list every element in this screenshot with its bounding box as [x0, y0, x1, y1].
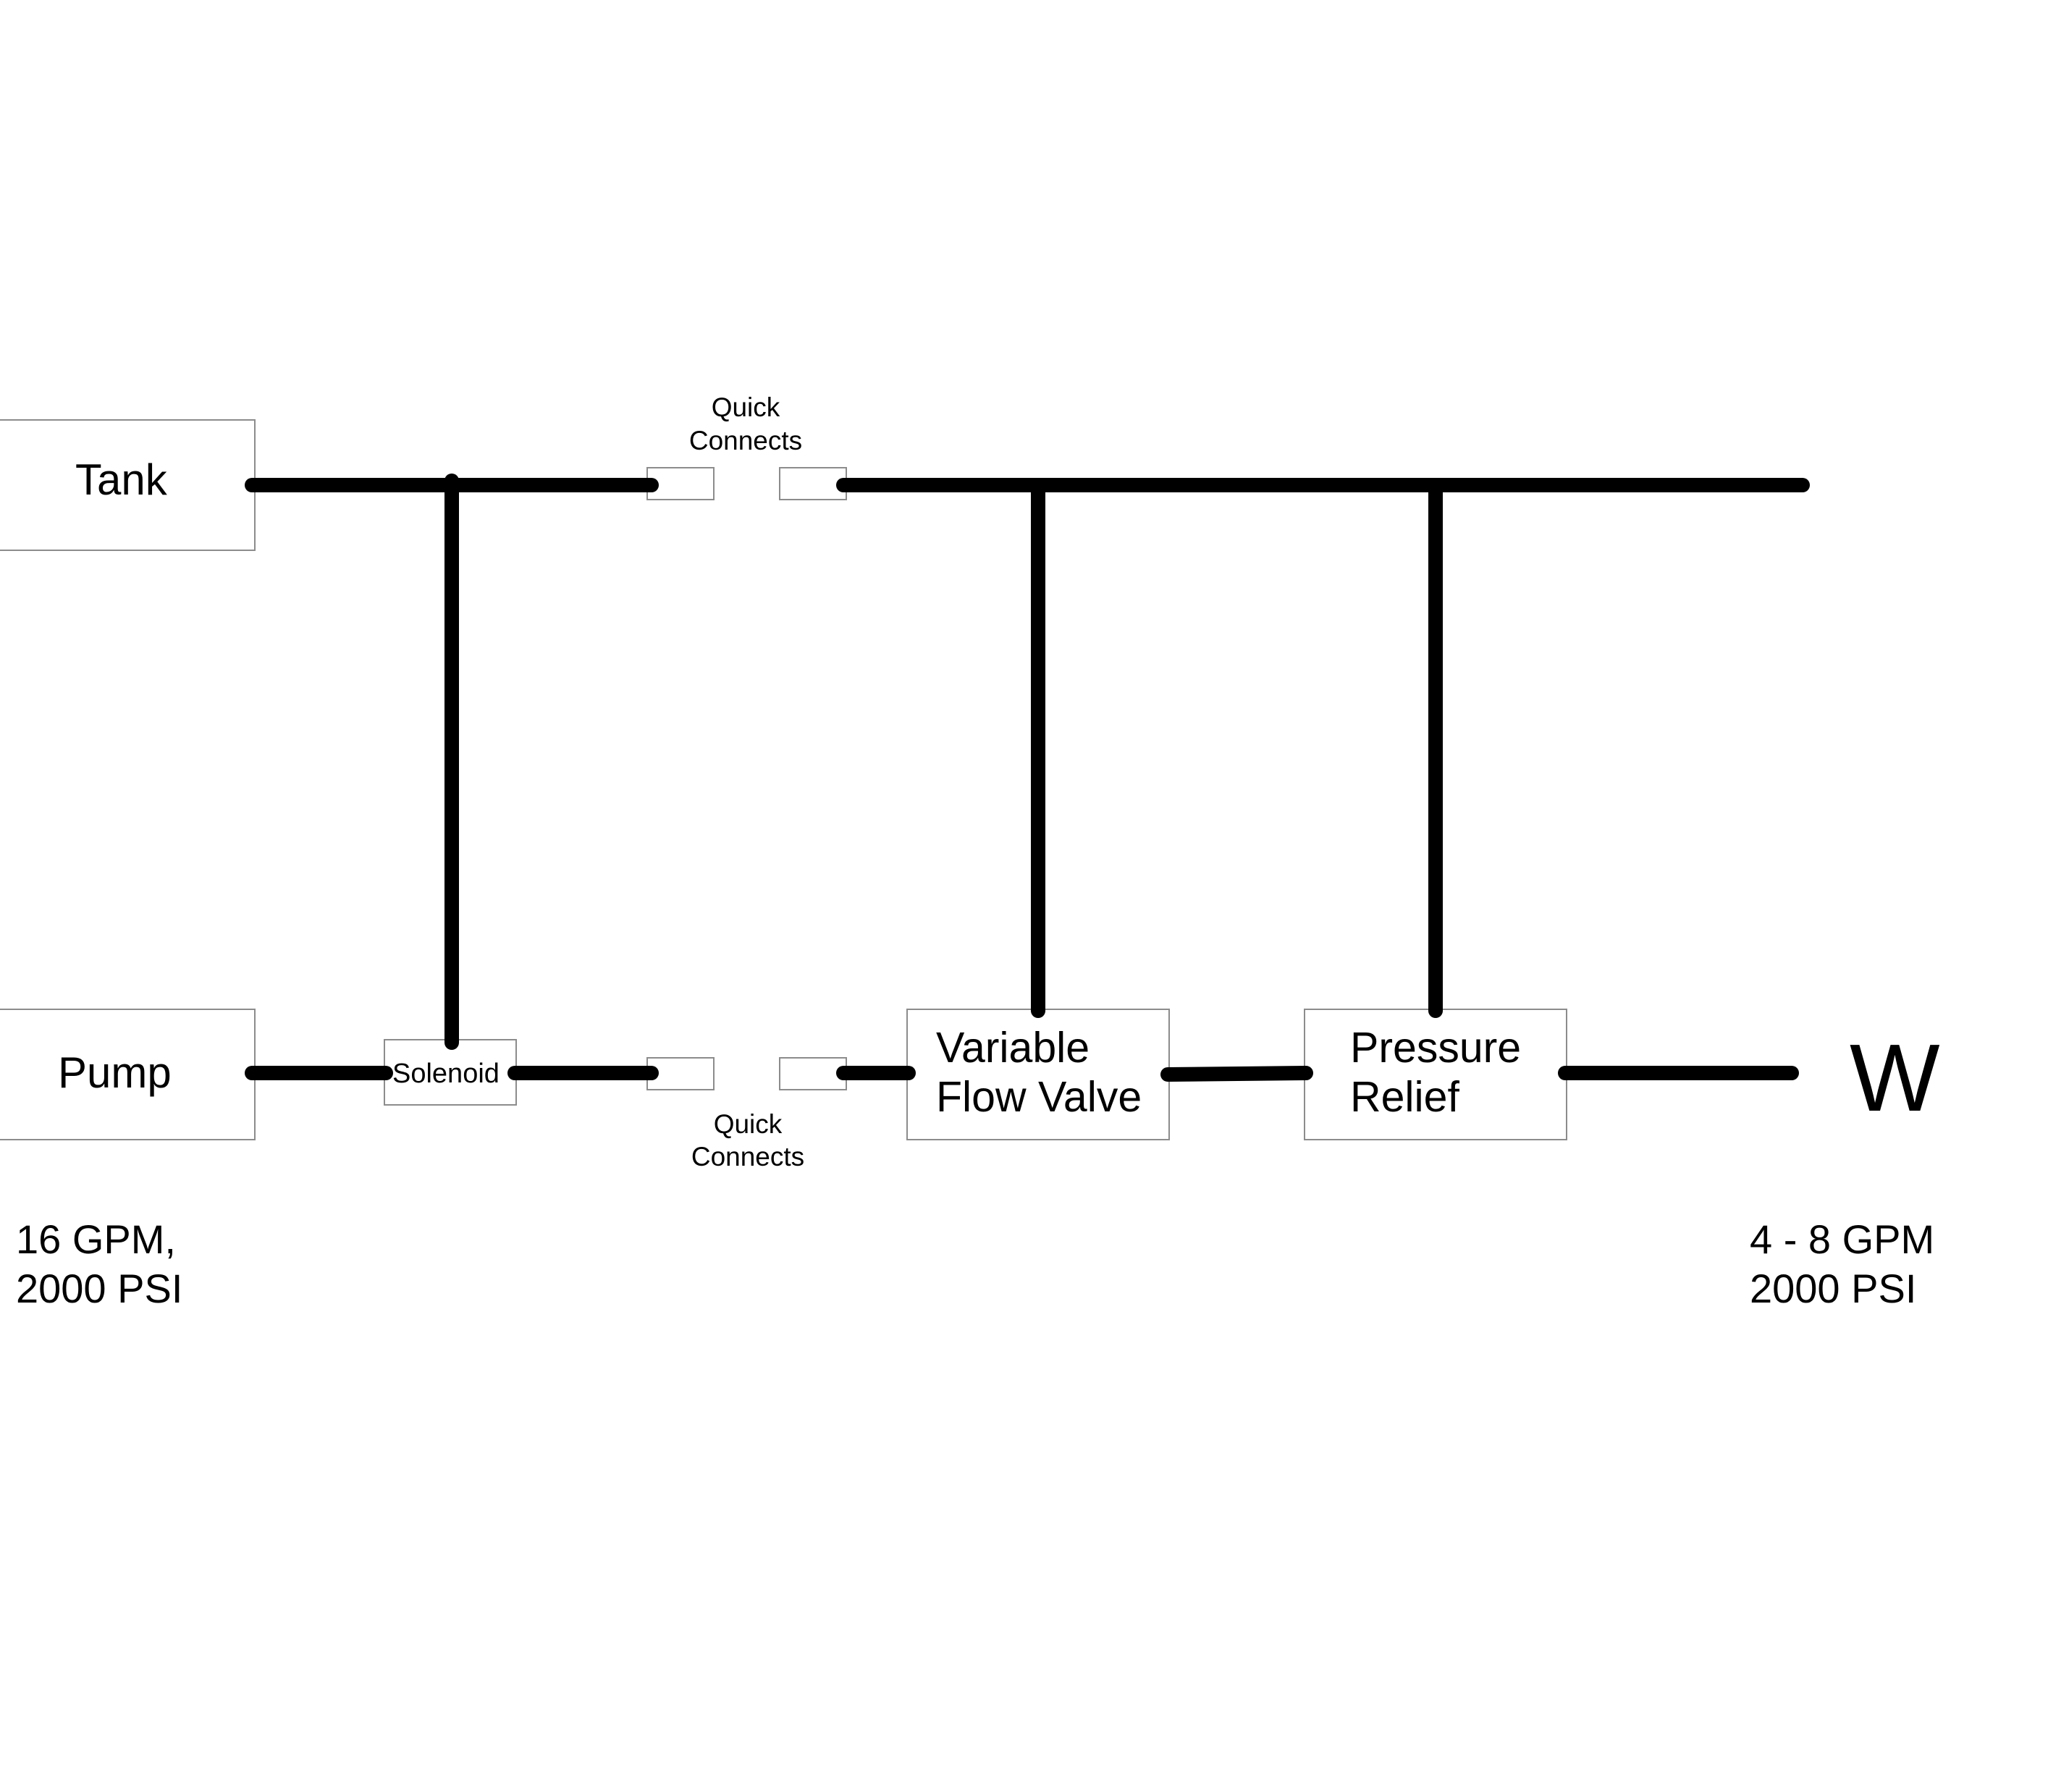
variable-flow-valve-label-line-2: Flow Valve [936, 1073, 1142, 1121]
valve-to-relief-line [1160, 1066, 1313, 1082]
pump-spec-line-1: 16 GPM, [16, 1216, 176, 1262]
work-spec-line-1: 4 - 8 GPM [1750, 1216, 1934, 1262]
tank-box [0, 419, 256, 551]
pump-box [0, 1009, 256, 1140]
work-spec-line-2: 2000 PSI [1750, 1266, 1916, 1311]
pressure-relief-box [1304, 1009, 1567, 1140]
quick-connects-bottom-label-line-2: Connects [691, 1142, 804, 1171]
pump-spec-line-2: 2000 PSI [16, 1266, 182, 1311]
quick-connects-bottom-label-line-1: Quick [714, 1109, 783, 1139]
pump-label: Pump [58, 1048, 172, 1097]
quick-connects-top-label-line-2: Connects [689, 426, 802, 455]
tank-label: Tank [75, 455, 168, 504]
pressure-relief-label-line-2: Relief [1350, 1073, 1459, 1121]
quick-connects-top-label-line-1: Quick [712, 392, 780, 422]
quick-connect-bottom-left [646, 1057, 715, 1090]
work-port-label: W [1850, 1025, 1940, 1131]
pressure-relief-label-line-1: Pressure [1350, 1024, 1521, 1072]
quick-connect-top-right [779, 467, 847, 500]
variable-flow-valve-label-line-1: Variable [936, 1024, 1090, 1072]
solenoid-label: Solenoid [392, 1059, 500, 1089]
